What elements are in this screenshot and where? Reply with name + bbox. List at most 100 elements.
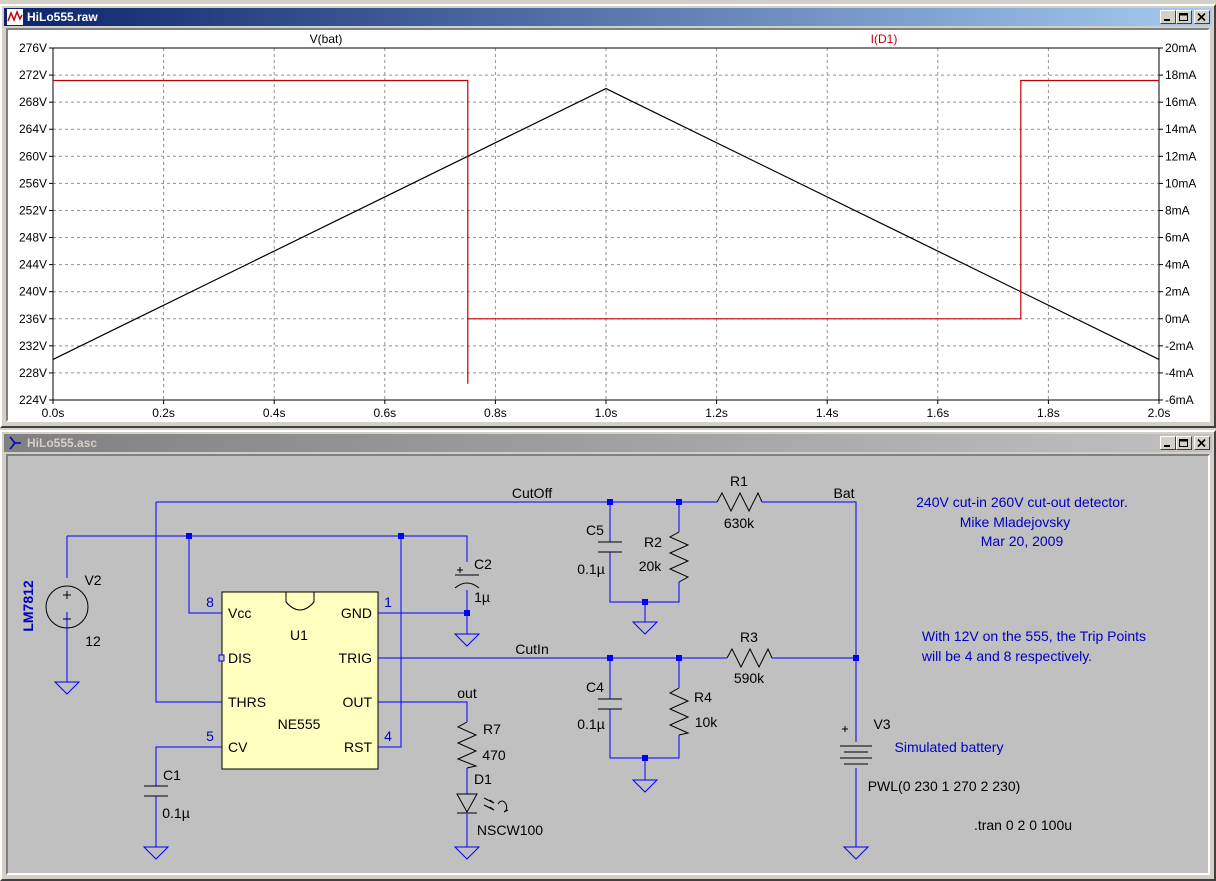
close-button[interactable] [1194,436,1210,450]
right-tick-label: 6mA [1165,231,1190,245]
pin-rst: RST [344,739,372,755]
d1-value[interactable]: NSCW100 [477,822,543,838]
r3-name[interactable]: R3 [740,629,758,645]
v2-label[interactable]: LM7812 [20,580,36,632]
close-button[interactable] [1194,10,1210,24]
minimize-button[interactable] [1160,10,1176,24]
C4-symbol[interactable] [598,698,622,710]
schematic-window: HiLo555.asc [0,430,1216,881]
legend-v-bat[interactable]: V(bat) [310,32,343,46]
x-tick-label: 0.2s [152,406,175,420]
x-tick-label: 0.8s [484,406,507,420]
R7-symbol[interactable] [456,721,478,769]
comment-trip-line2[interactable]: will be 4 and 8 respectively. [921,648,1092,664]
wires [66,501,857,847]
C5-symbol[interactable] [598,541,622,553]
r2-value[interactable]: 20k [639,558,663,574]
u1-model[interactable]: NE555 [278,716,321,732]
x-tick-label: 1.6s [926,406,949,420]
c5-name[interactable]: C5 [586,522,604,538]
right-tick-label: 2mA [1165,285,1190,299]
schematic-window-titlebar[interactable]: HiLo555.asc [4,434,1212,452]
legend-i-d1[interactable]: I(D1) [871,32,898,46]
r7-name[interactable]: R7 [483,721,501,737]
pin-dis: DIS [228,650,251,666]
net-label-cutoff[interactable]: CutOff [512,485,552,501]
R2-symbol[interactable] [668,531,690,583]
ne555-ic[interactable] [218,591,379,770]
pin-trig: TRIG [339,650,372,666]
x-tick-label: 1.0s [595,406,618,420]
r1-value[interactable]: 630k [724,515,755,531]
left-tick-label: 264V [19,122,47,136]
R1-symbol[interactable] [716,491,763,513]
plot-window-titlebar[interactable]: HiLo555.raw [4,8,1212,26]
right-tick-label: 0mA [1165,312,1190,326]
schematic-pane[interactable]: CutOff CutIn Bat out R1 630k R3 590k R2 … [6,454,1210,875]
right-tick-label: 18mA [1165,68,1196,82]
spice-directive[interactable]: .tran 0 2 0 100u [974,817,1072,833]
R3-symbol[interactable] [726,647,773,669]
maximize-button[interactable] [1176,436,1192,450]
r2-name[interactable]: R2 [644,534,662,550]
right-tick-label: 10mA [1165,176,1196,190]
maximize-button[interactable] [1176,10,1192,24]
v3-value[interactable]: PWL(0 230 1 270 2 230) [868,778,1021,794]
c1-name[interactable]: C1 [163,767,181,783]
c4-name[interactable]: C4 [586,679,604,695]
x-tick-label: 1.4s [816,406,839,420]
pin-number-8: 8 [206,594,214,610]
v2-value[interactable]: 12 [85,633,101,649]
pin-thrs: THRS [228,694,266,710]
right-tick-label: 8mA [1165,203,1190,217]
left-tick-label: 260V [19,149,47,163]
left-axis-ticks: 276V272V268V264V260V256V252V248V244V240V… [19,41,53,407]
schematic-icon [9,436,21,450]
x-tick-label: 1.2s [705,406,728,420]
C1-symbol[interactable] [144,785,168,797]
v2-name[interactable]: V2 [84,572,101,588]
close-icon [1197,13,1206,22]
pin-gnd: GND [341,605,372,621]
u1-name[interactable]: U1 [290,627,308,643]
waveform-icon [7,9,23,25]
c2-name[interactable]: C2 [474,556,492,572]
r7-value[interactable]: 470 [482,747,506,763]
x-tick-label: 0.6s [373,406,396,420]
r1-name[interactable]: R1 [730,473,748,489]
r4-value[interactable]: 10k [695,714,719,730]
d1-name[interactable]: D1 [474,771,492,787]
plot-window-title: HiLo555.raw [27,10,98,24]
c2-value[interactable]: 1µ [474,589,490,605]
comment-title[interactable]: 240V cut-in 260V cut-out detector. [916,494,1128,510]
minimize-button[interactable] [1160,436,1176,450]
V3-symbol[interactable] [840,726,872,765]
pin-number-5: 5 [206,728,214,744]
C2-symbol[interactable] [454,567,480,589]
comment-author[interactable]: Mike Mladejovsky [960,514,1070,530]
r3-value[interactable]: 590k [734,670,765,686]
net-label-cutin[interactable]: CutIn [515,641,548,657]
R4-symbol[interactable] [668,687,690,736]
r4-name[interactable]: R4 [694,689,712,705]
c4-value[interactable]: 0.1µ [577,716,605,732]
D1-symbol[interactable] [456,793,509,814]
comment-date[interactable]: Mar 20, 2009 [981,533,1064,549]
waveform-chart[interactable]: 276V272V268V264V260V256V252V248V244V240V… [8,30,1212,426]
left-tick-label: 256V [19,176,47,190]
comment-trip-line1[interactable]: With 12V on the 555, the Trip Points [922,628,1146,644]
c1-value[interactable]: 0.1µ [162,805,190,821]
right-axis-ticks: 20mA18mA16mA14mA12mA10mA8mA6mA4mA2mA0mA-… [1159,41,1196,407]
v3-label[interactable]: Simulated battery [895,739,1004,755]
schematic-canvas[interactable]: CutOff CutIn Bat out R1 630k R3 590k R2 … [8,456,1212,877]
v3-name[interactable]: V3 [873,716,890,732]
pin-vcc: Vcc [228,605,251,621]
net-label-out[interactable]: out [457,685,477,701]
net-label-bat[interactable]: Bat [833,485,854,501]
right-tick-label: -4mA [1165,366,1194,380]
V2-symbol[interactable] [45,585,89,629]
c5-value[interactable]: 0.1µ [577,561,605,577]
